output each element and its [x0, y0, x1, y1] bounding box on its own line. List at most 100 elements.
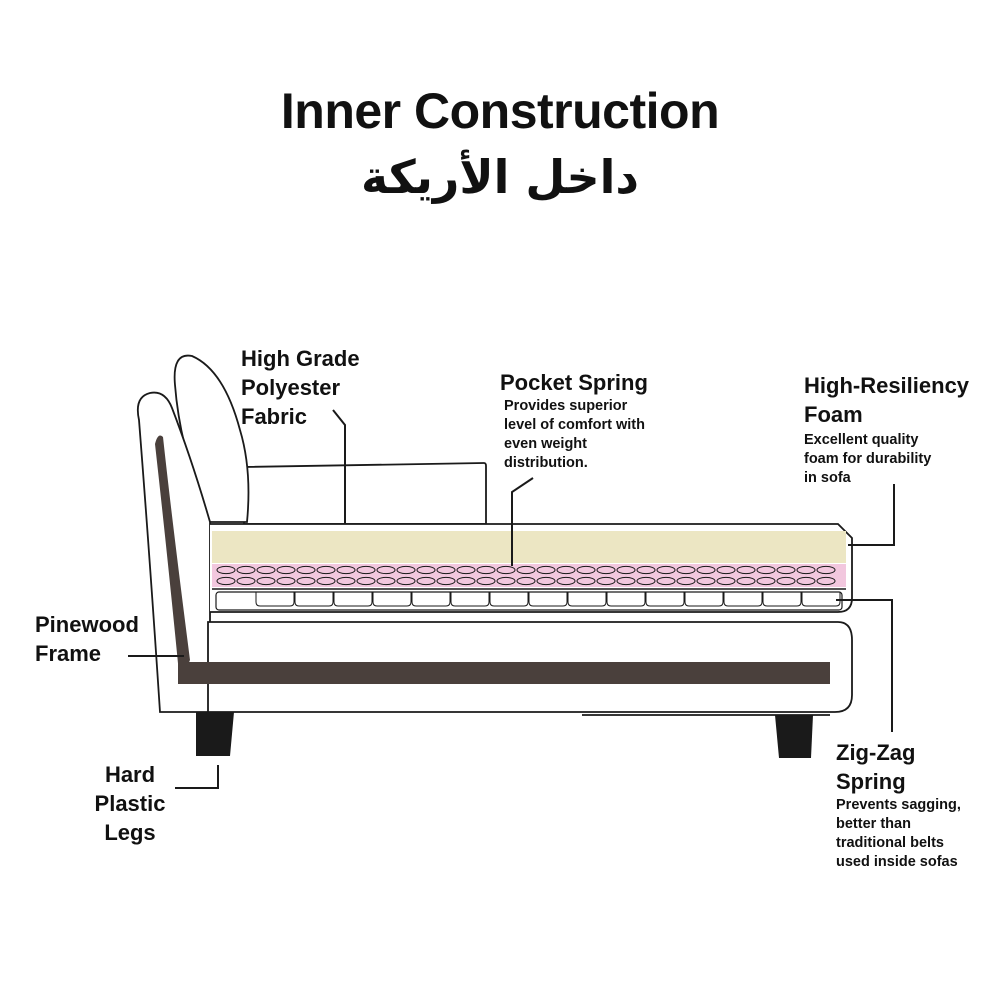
- spring-coil: [276, 565, 296, 575]
- zig-zag-bump: [723, 592, 763, 607]
- page-subtitle-arabic: داخل الأريكة: [360, 150, 640, 204]
- spring-coil: [356, 576, 376, 586]
- zig-zag-bump: [489, 592, 529, 607]
- zigzag-leader-line: [836, 599, 893, 732]
- pocket-spring-desc-line: Provides superior: [504, 398, 628, 414]
- spring-coil: [476, 576, 496, 586]
- back-cushion: [243, 462, 487, 525]
- spring-coil: [636, 576, 656, 586]
- spring-coil: [796, 576, 816, 586]
- pocket-spring-layer: [212, 564, 846, 587]
- spring-coil: [536, 565, 556, 575]
- spring-coil: [816, 576, 836, 586]
- hard-plastic-leg-left: [196, 712, 234, 756]
- pocket-spring-leader-line: [511, 477, 534, 566]
- pinewood-frame-horizontal: [178, 662, 830, 684]
- legs-label-line: Hard: [104, 762, 156, 787]
- spring-coil: [476, 565, 496, 575]
- spring-coil: [396, 576, 416, 586]
- spring-coil: [556, 576, 576, 586]
- spring-coil: [256, 576, 276, 586]
- pocket-spring-coils: [216, 565, 836, 586]
- pocket-spring-description: Provides superior level of comfort with …: [504, 397, 645, 473]
- legs-label: Hard Plastic Legs: [80, 760, 180, 847]
- frame-label-line: Frame: [35, 641, 102, 666]
- spring-coil: [436, 576, 456, 586]
- fabric-label-line: Fabric: [241, 404, 308, 429]
- pocket-spring-label-line: Pocket Spring: [500, 370, 648, 395]
- spring-coil: [816, 565, 836, 575]
- frame-label-line: Pinewood: [35, 612, 139, 637]
- spring-coil: [236, 565, 256, 575]
- spring-coil: [596, 565, 616, 575]
- spring-coil: [576, 576, 596, 586]
- zig-zag-bump: [801, 592, 841, 607]
- spring-coil: [756, 576, 776, 586]
- fabric-label-line: High Grade: [241, 346, 360, 371]
- spring-coil: [316, 576, 336, 586]
- fabric-label-line: Polyester: [241, 375, 341, 400]
- spring-coil: [656, 576, 676, 586]
- zig-zag-bump: [645, 592, 685, 607]
- spring-coil: [696, 565, 716, 575]
- spring-coil: [716, 576, 736, 586]
- high-resiliency-foam-layer: [212, 531, 846, 563]
- spring-coil: [496, 565, 516, 575]
- spring-coil: [256, 565, 276, 575]
- pocket-spring-desc-line: level of comfort with: [504, 417, 645, 433]
- spring-coil: [216, 576, 236, 586]
- spring-coil: [616, 565, 636, 575]
- spring-coil: [736, 576, 756, 586]
- pocket-spring-label: Pocket Spring: [500, 368, 648, 397]
- zig-zag-bump: [450, 592, 490, 607]
- frame-label: Pinewood Frame: [35, 610, 139, 668]
- spring-coil: [576, 565, 596, 575]
- spring-coil: [616, 576, 636, 586]
- spring-coil: [296, 576, 316, 586]
- zig-zag-bump: [372, 592, 412, 607]
- zigzag-desc-line: Prevents sagging,: [836, 797, 961, 813]
- legs-label-line: Plastic: [94, 791, 166, 816]
- spring-coil: [676, 576, 696, 586]
- hard-plastic-leg-right: [775, 715, 813, 758]
- spring-coil: [656, 565, 676, 575]
- page-title: Inner Construction: [280, 83, 720, 139]
- spring-coil: [416, 565, 436, 575]
- spring-coil: [296, 565, 316, 575]
- pocket-spring-desc-line: even weight: [504, 436, 587, 452]
- zig-zag-bump: [528, 592, 568, 607]
- spring-coil: [376, 565, 396, 575]
- spring-coil: [736, 565, 756, 575]
- zig-zag-spring-bumps: [255, 592, 841, 607]
- spring-coil: [376, 576, 396, 586]
- spring-coil: [676, 565, 696, 575]
- zigzag-desc-line: better than: [836, 816, 911, 832]
- spring-coil: [236, 576, 256, 586]
- zigzag-label-line: Zig-Zag: [836, 740, 916, 765]
- spring-coil: [416, 576, 436, 586]
- foam-desc-line: Excellent quality: [804, 432, 919, 448]
- zigzag-description: Prevents sagging, better than traditiona…: [836, 796, 961, 872]
- spring-coil: [636, 565, 656, 575]
- zigzag-label: Zig-Zag Spring: [836, 738, 915, 796]
- spring-coil: [596, 576, 616, 586]
- foam-label: High-Resiliency Foam: [804, 371, 969, 429]
- spring-coil: [316, 565, 336, 575]
- spring-coil: [456, 576, 476, 586]
- foam-leader-line: [848, 484, 895, 546]
- zig-zag-bump: [255, 592, 295, 607]
- spring-coil: [356, 565, 376, 575]
- zigzag-desc-line: traditional belts: [836, 835, 944, 851]
- spring-coil: [496, 576, 516, 586]
- spring-coil: [456, 565, 476, 575]
- spring-coil: [776, 565, 796, 575]
- spring-coil: [776, 576, 796, 586]
- legs-label-line: Legs: [104, 820, 156, 845]
- pinewood-frame-vertical: [155, 435, 190, 684]
- legs-leader-line: [175, 765, 219, 789]
- zigzag-desc-line: used inside sofas: [836, 854, 958, 870]
- foam-label-line: Foam: [804, 402, 863, 427]
- spring-coil: [796, 565, 816, 575]
- zig-zag-bump: [762, 592, 802, 607]
- foam-label-line: High-Resiliency: [804, 373, 970, 398]
